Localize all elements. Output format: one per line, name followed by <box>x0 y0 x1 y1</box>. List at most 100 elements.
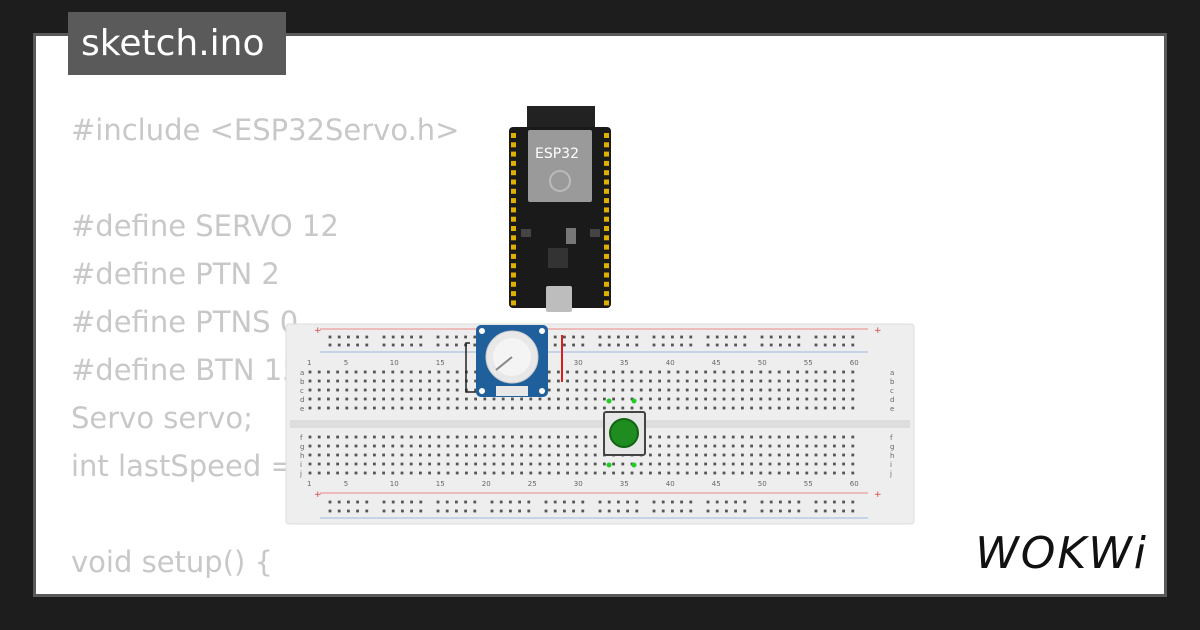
breadboard-hole <box>575 462 579 466</box>
breadboard-hole <box>575 379 579 383</box>
mount-hole-icon <box>539 388 545 394</box>
breadboard-hole <box>409 379 413 383</box>
breadboard-hole <box>685 444 689 448</box>
breadboard-hole <box>446 444 450 448</box>
breadboard[interactable]: + + + + 11551010151520202525303035354040… <box>285 323 915 525</box>
breadboard-hole <box>363 406 367 410</box>
breadboard-hole <box>373 453 376 457</box>
breadboard-hole <box>327 453 330 457</box>
breadboard-hole <box>842 406 845 410</box>
rail-hole <box>337 343 341 347</box>
breadboard-hole <box>796 462 799 466</box>
row-label: g <box>300 443 304 451</box>
breadboard-hole <box>787 388 790 392</box>
breadboard-hole <box>787 453 790 457</box>
rail-hole <box>563 500 566 504</box>
file-tab[interactable]: sketch.ino <box>68 12 286 75</box>
code-editor[interactable]: #include <ESP32Servo.h>#define SERVO 12#… <box>71 106 485 594</box>
rail-hole <box>851 500 855 504</box>
breadboard-hole <box>676 379 680 383</box>
rail-hole <box>671 509 674 513</box>
breadboard-hole <box>649 370 652 374</box>
en-button-icon[interactable] <box>521 229 531 237</box>
breadboard-hole <box>603 397 606 401</box>
usb-port-icon <box>546 286 572 312</box>
breadboard-hole <box>814 462 818 466</box>
breadboard-hole <box>630 397 634 401</box>
potentiometer-indicator <box>495 356 513 371</box>
breadboard-hole <box>474 444 477 448</box>
breadboard-hole <box>741 370 744 374</box>
breadboard-hole <box>593 370 597 374</box>
breadboard-hole <box>428 379 431 383</box>
breadboard-hole <box>308 397 312 401</box>
breadboard-hole <box>547 444 551 448</box>
breadboard-hole <box>455 370 459 374</box>
rail-hole <box>769 335 773 339</box>
potentiometer[interactable] <box>476 325 548 397</box>
breadboard-hole <box>759 388 763 392</box>
breadboard-hole <box>685 388 689 392</box>
rail-hole <box>706 335 710 339</box>
rail-hole <box>842 343 845 347</box>
pin-icon <box>604 142 609 148</box>
breadboard-hole <box>419 397 422 401</box>
rail-hole <box>436 509 440 513</box>
breadboard-hole <box>373 462 376 466</box>
breadboard-hole <box>428 453 431 457</box>
pin-icon <box>511 170 516 176</box>
breadboard-hole <box>787 379 790 383</box>
breadboard-hole <box>382 444 385 448</box>
breadboard-hole <box>676 444 680 448</box>
rail-hole <box>410 343 413 347</box>
breadboard-hole <box>400 444 404 448</box>
breadboard-hole <box>345 471 349 475</box>
breadboard-hole <box>557 397 560 401</box>
rail-hole <box>553 500 557 504</box>
breadboard-hole <box>428 435 431 439</box>
breadboard-hole <box>805 444 809 448</box>
esp32-regulator <box>566 228 576 244</box>
row-label: a <box>890 369 894 377</box>
breadboard-hole <box>658 397 661 401</box>
breadboard-hole <box>382 435 385 439</box>
breadboard-hole <box>667 379 671 383</box>
esp32-board[interactable]: ESP32 <box>509 106 611 312</box>
breadboard-hole <box>713 471 717 475</box>
row-label: j <box>889 470 892 478</box>
breadboard-hole <box>566 444 569 448</box>
rail-hole <box>652 343 656 347</box>
push-button[interactable] <box>603 398 646 468</box>
breadboard-hole <box>547 435 551 439</box>
button-cap[interactable] <box>609 418 639 448</box>
boot-button-icon[interactable] <box>590 229 600 237</box>
breadboard-hole <box>327 471 330 475</box>
breadboard-hole <box>593 444 597 448</box>
rail-hole <box>391 335 395 339</box>
pin-icon <box>511 179 516 185</box>
row-label: d <box>890 396 894 404</box>
rail-hole <box>419 500 423 504</box>
breadboard-hole <box>455 388 459 392</box>
code-line: #include <ESP32Servo.h> <box>71 113 460 147</box>
rail-hole <box>851 509 855 513</box>
breadboard-hole <box>823 370 827 374</box>
rail-hole <box>607 343 611 347</box>
row-label: d <box>300 396 304 404</box>
breadboard-hole <box>612 406 615 410</box>
rail-hole <box>814 335 818 339</box>
breadboard-hole <box>455 397 459 401</box>
breadboard-hole <box>814 397 818 401</box>
breadboard-hole <box>722 453 726 457</box>
breadboard-hole <box>575 370 579 374</box>
rail-hole <box>706 500 710 504</box>
breadboard-hole <box>731 435 735 439</box>
breadboard-hole <box>557 471 560 475</box>
breadboard-hole <box>354 406 358 410</box>
breadboard-hole <box>649 406 652 410</box>
breadboard-hole <box>695 462 698 466</box>
breadboard-hole <box>787 397 790 401</box>
rail-hole <box>410 509 413 513</box>
breadboard-hole <box>437 388 441 392</box>
breadboard-hole <box>409 397 413 401</box>
